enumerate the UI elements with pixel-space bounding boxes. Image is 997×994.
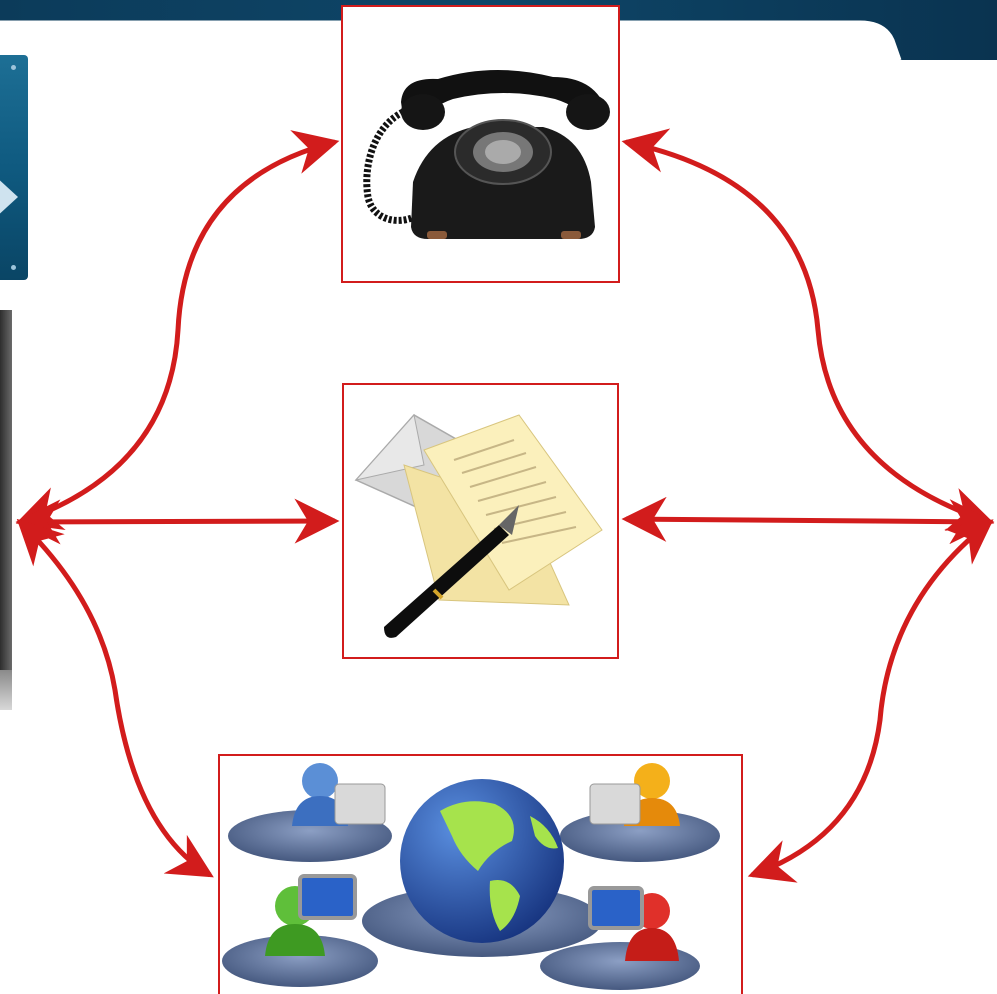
screw-dot bbox=[11, 65, 16, 70]
screw-dot bbox=[11, 265, 16, 270]
telephone-node bbox=[341, 5, 620, 283]
arrow-right-to-telephone bbox=[621, 128, 995, 531]
networked-users-globe-icon bbox=[222, 763, 720, 990]
arrow-left-to-telephone bbox=[15, 130, 340, 530]
left-dark-panel bbox=[0, 310, 12, 710]
mail-node bbox=[342, 383, 619, 659]
chevron-right-icon bbox=[0, 175, 18, 219]
arrow-right-to-mail bbox=[621, 496, 995, 545]
telephone-icon bbox=[363, 69, 610, 239]
left-panel-highlight bbox=[0, 670, 12, 710]
internet-node bbox=[218, 754, 743, 994]
letter-and-pen-icon bbox=[354, 413, 603, 638]
arrow-left-to-internet bbox=[16, 518, 214, 878]
arrow-right-to-internet bbox=[747, 519, 994, 883]
arrow-left-to-mail bbox=[15, 498, 340, 545]
